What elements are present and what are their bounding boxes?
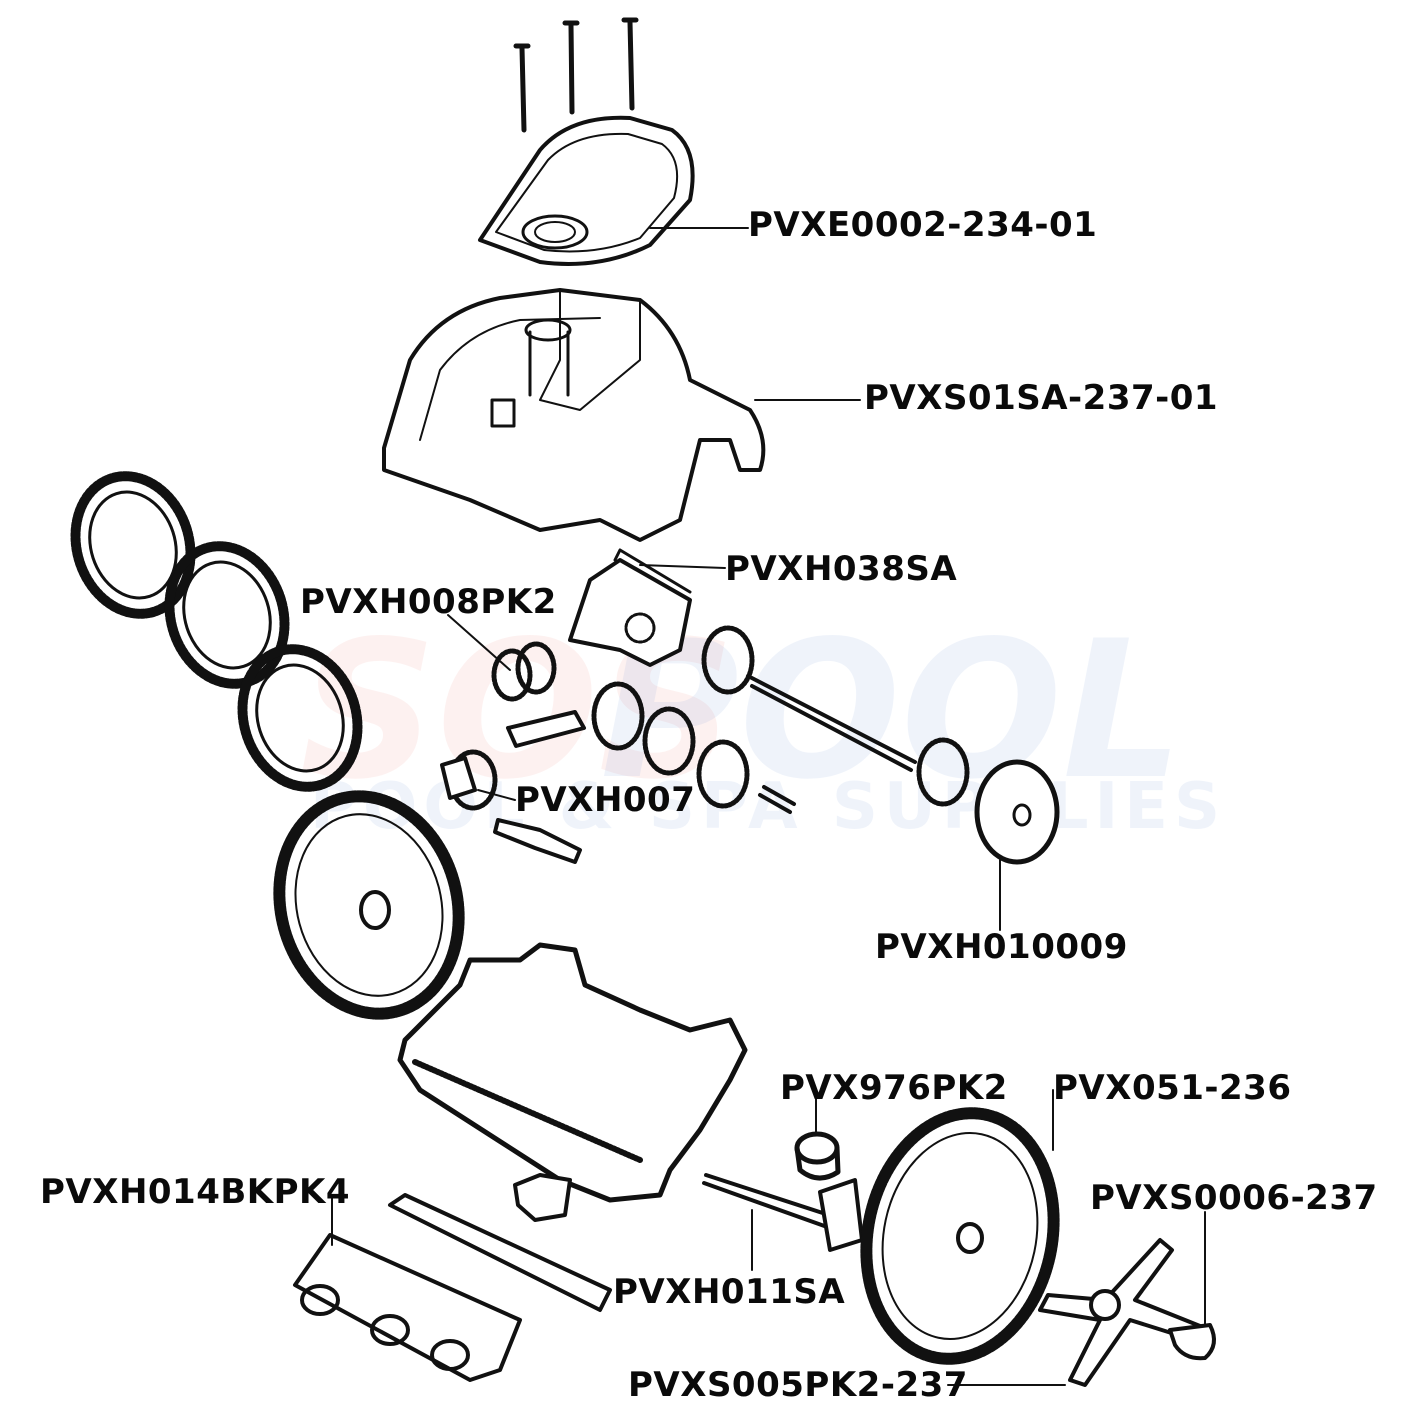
part-axle [702, 1173, 864, 1252]
part-right-wheel [860, 1107, 1060, 1365]
part-body-shell [382, 288, 766, 542]
label-pinion-gear: PVXH007 [515, 780, 696, 820]
part-top-cover [478, 115, 695, 266]
part-flaps [293, 1193, 612, 1382]
label-body-shell: PVXS01SA-237-01 [864, 378, 1219, 418]
leader-lines [331, 227, 1206, 1386]
part-star-hub [1038, 1238, 1216, 1387]
label-gear-pair: PVXH008PK2 [300, 582, 557, 622]
part-small-block [513, 1173, 572, 1222]
screws [513, 17, 639, 133]
part-left-wheel [273, 790, 465, 1020]
part-shaft-and-pins [440, 674, 917, 864]
watermark-brand-right: POOL [600, 600, 1184, 821]
part-bushing [794, 1131, 841, 1181]
part-tire-rings [70, 471, 363, 792]
part-small-gears [448, 625, 970, 811]
part-chassis [397, 942, 748, 1203]
part-turbine-housing [568, 548, 692, 667]
part-tire-rings-inner [88, 490, 345, 773]
label-drive-hub: PVXH010009 [875, 927, 1128, 967]
label-wheel-cap: PVXS0006-237 [1090, 1178, 1378, 1218]
label-bushing: PVX976PK2 [780, 1068, 1008, 1108]
label-flaps: PVXH014BKPK4 [40, 1172, 351, 1212]
part-drive-hub [974, 759, 1060, 865]
label-turbine-housing: PVXH038SA [725, 549, 958, 589]
label-top-cover: PVXE0002-234-01 [748, 205, 1098, 245]
label-wheel-gear: PVX051-236 [1053, 1068, 1292, 1108]
label-axle: PVXH011SA [613, 1272, 846, 1312]
label-star-hub: PVXS005PK2-237 [628, 1365, 968, 1405]
